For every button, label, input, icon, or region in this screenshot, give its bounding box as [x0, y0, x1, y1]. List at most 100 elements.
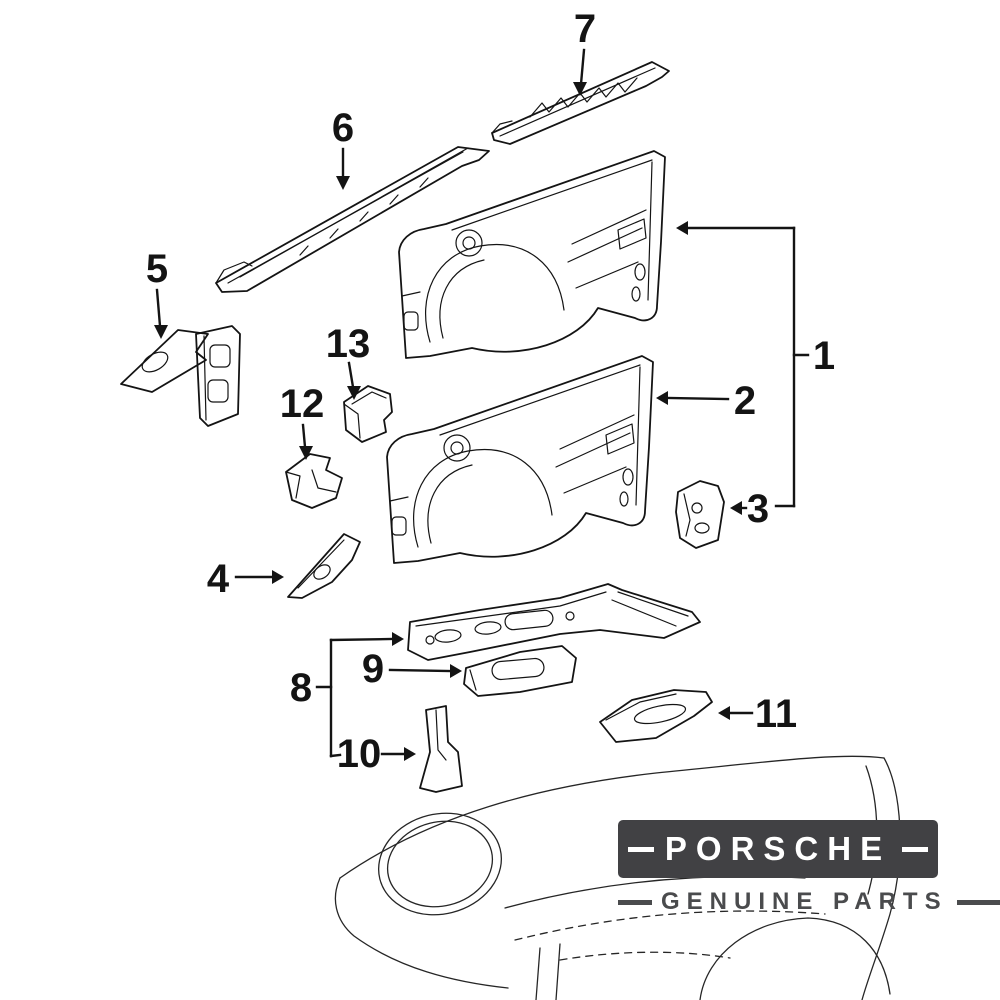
- headlamp-ring-outer: [377, 812, 503, 916]
- callout-5: 5: [146, 247, 168, 339]
- callout-4-label: 4: [207, 557, 230, 601]
- slot: [633, 703, 687, 725]
- callout-6-arrow-icon: [336, 176, 350, 190]
- hole: [691, 502, 703, 514]
- headlamp-ring-inner: [386, 820, 494, 908]
- callout-7-line: [579, 48, 586, 86]
- part-12-drawing: [285, 453, 343, 509]
- fender-front-edge: [334, 877, 509, 989]
- callout-10: 10: [337, 732, 416, 776]
- porsche-genuine-parts-logo: PORSCHE GENUINE PARTS: [618, 820, 1000, 916]
- callout-5-line: [155, 288, 162, 328]
- logo-left-rule: [628, 846, 654, 852]
- genuine-parts-wordmark: GENUINE PARTS: [661, 888, 948, 915]
- flange-outline: [195, 325, 241, 427]
- porsche-wordmark: PORSCHE: [664, 830, 892, 867]
- tick: [419, 177, 429, 188]
- callout-1-label: 1: [813, 334, 835, 378]
- callout-1: 1: [676, 221, 835, 508]
- inner-line: [285, 471, 301, 499]
- outline: [215, 146, 490, 293]
- part-1-drawing: [398, 150, 666, 359]
- part-4-drawing: [287, 533, 361, 599]
- callout-12-line: [301, 423, 307, 449]
- inner-line: [435, 709, 447, 761]
- callout-13-line: [347, 361, 355, 389]
- callout-12-arrow-icon: [299, 446, 313, 460]
- callout-5-label: 5: [146, 247, 168, 291]
- callout-8-top-arm: [329, 637, 394, 642]
- porsche-logo-box: PORSCHE: [618, 820, 938, 878]
- slot: [694, 522, 710, 534]
- fender-right-edge: [861, 757, 901, 1000]
- hole: [425, 635, 435, 645]
- callout-4: 4: [207, 557, 284, 601]
- callout-10-label: 10: [337, 732, 382, 776]
- callout-8-bottom-arm: [329, 753, 342, 758]
- serration: [529, 77, 638, 118]
- callout-2-label: 2: [734, 379, 756, 423]
- callout-11-label: 11: [755, 692, 797, 736]
- sill-line-dashed: [559, 951, 731, 961]
- outline: [463, 645, 577, 697]
- callout-7: 7: [573, 7, 596, 96]
- logo-right-rule: [902, 846, 928, 852]
- callout-12: 12: [280, 382, 324, 460]
- part-7-drawing: [491, 61, 670, 145]
- fender-top-edge: [339, 755, 885, 879]
- tick: [389, 194, 399, 205]
- callout-7-arrow-icon: [573, 82, 587, 96]
- outline: [343, 385, 393, 443]
- tick: [299, 245, 309, 256]
- callout-6-label: 6: [332, 106, 354, 150]
- part-5-drawing: [120, 325, 241, 427]
- inner-line: [683, 493, 691, 537]
- fold-line: [203, 335, 207, 421]
- callout-2-arrow-icon: [656, 391, 668, 405]
- tick: [329, 228, 339, 239]
- slot: [504, 609, 554, 631]
- inner-line: [415, 591, 607, 627]
- plate-hole: [141, 351, 169, 373]
- genuine-parts-left-rule: [618, 899, 652, 905]
- callout-13: 13: [326, 322, 370, 400]
- genuine-parts-row: GENUINE PARTS: [618, 888, 1000, 916]
- outline: [407, 583, 701, 661]
- callout-13-arrow-icon: [347, 386, 361, 400]
- outline: [285, 453, 343, 509]
- outline: [419, 705, 463, 793]
- part-10-drawing: [419, 705, 463, 793]
- part-3-drawing: [675, 480, 725, 549]
- callout-9: 9: [362, 647, 462, 691]
- callout-11-arrow-icon: [718, 706, 730, 720]
- callout-2-line: [666, 396, 730, 401]
- inner-line: [239, 147, 469, 278]
- callout-6: 6: [332, 106, 354, 190]
- outline: [491, 61, 670, 145]
- crease-line-dashed: [514, 910, 826, 941]
- callout-8: 8: [290, 632, 404, 758]
- outline: [599, 689, 713, 743]
- callout-9-line: [388, 668, 452, 673]
- flange-hole: [207, 379, 229, 403]
- inner-line: [469, 669, 477, 691]
- callout-3-label: 3: [747, 487, 769, 531]
- callout-10-arrow-icon: [404, 747, 416, 761]
- end-tab: [215, 261, 253, 284]
- callout-8-arrow-icon: [392, 632, 404, 646]
- hole: [565, 611, 575, 621]
- callout-9-label: 9: [362, 647, 384, 691]
- inner-line: [297, 539, 345, 589]
- door-gap-line: [555, 943, 561, 1000]
- callout-7-label: 7: [574, 7, 596, 51]
- part-9-drawing: [463, 645, 577, 697]
- callout-3: 3: [730, 487, 769, 531]
- slot: [434, 629, 462, 643]
- fork-line: [617, 591, 689, 617]
- callout-8-label: 8: [290, 666, 312, 710]
- callout-3-arrow-icon: [730, 501, 742, 515]
- slot: [474, 621, 502, 635]
- inner-line: [351, 391, 387, 405]
